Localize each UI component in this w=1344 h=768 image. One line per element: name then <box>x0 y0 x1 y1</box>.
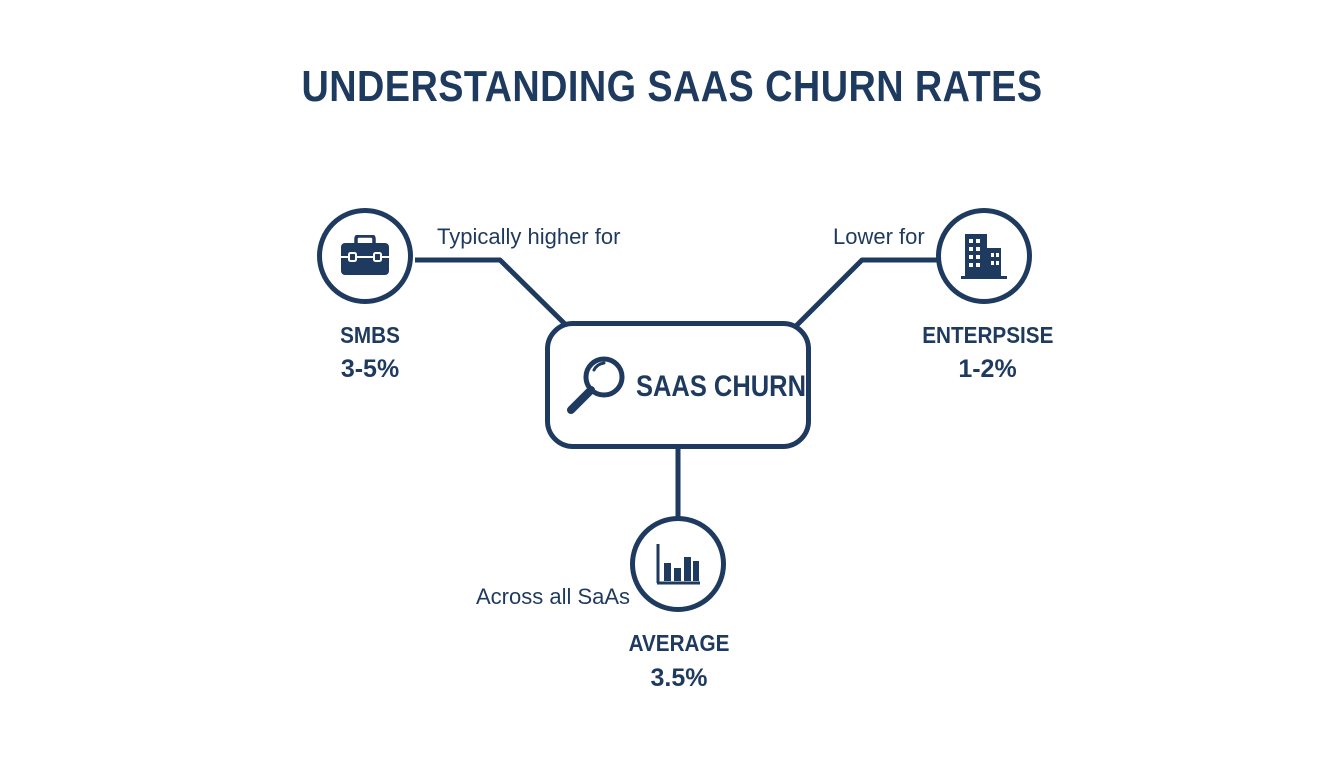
smbs-connector-label: Typically higher for <box>437 224 621 249</box>
enterprise-node <box>936 208 1032 304</box>
briefcase-icon <box>341 235 389 275</box>
connector-enterprise <box>793 257 941 329</box>
office-building-icon <box>961 234 1007 279</box>
average-value: 3.5% <box>650 664 708 692</box>
enterprise-connector-label: Lower for <box>833 224 925 249</box>
connector-smbs <box>415 257 570 329</box>
enterprise-name: ENTERPSISE <box>922 322 1054 348</box>
smbs-value: 3-5% <box>340 355 400 383</box>
center-box: SAAS CHURN <box>545 321 811 449</box>
enterprise-value: 1-2% <box>958 355 1017 383</box>
average-node <box>630 516 726 612</box>
magnifying-glass-icon <box>567 356 625 414</box>
smbs-name: SMBS <box>340 322 400 348</box>
page-title: UNDERSTANDING SAAS CHURN RATES <box>301 62 1043 111</box>
bar-chart-icon <box>656 544 700 585</box>
average-name: AVERAGE <box>628 630 730 656</box>
smbs-node <box>317 208 413 304</box>
center-label: SAAS CHURN <box>636 370 807 403</box>
average-connector-label: Across all SaAs <box>476 584 631 609</box>
